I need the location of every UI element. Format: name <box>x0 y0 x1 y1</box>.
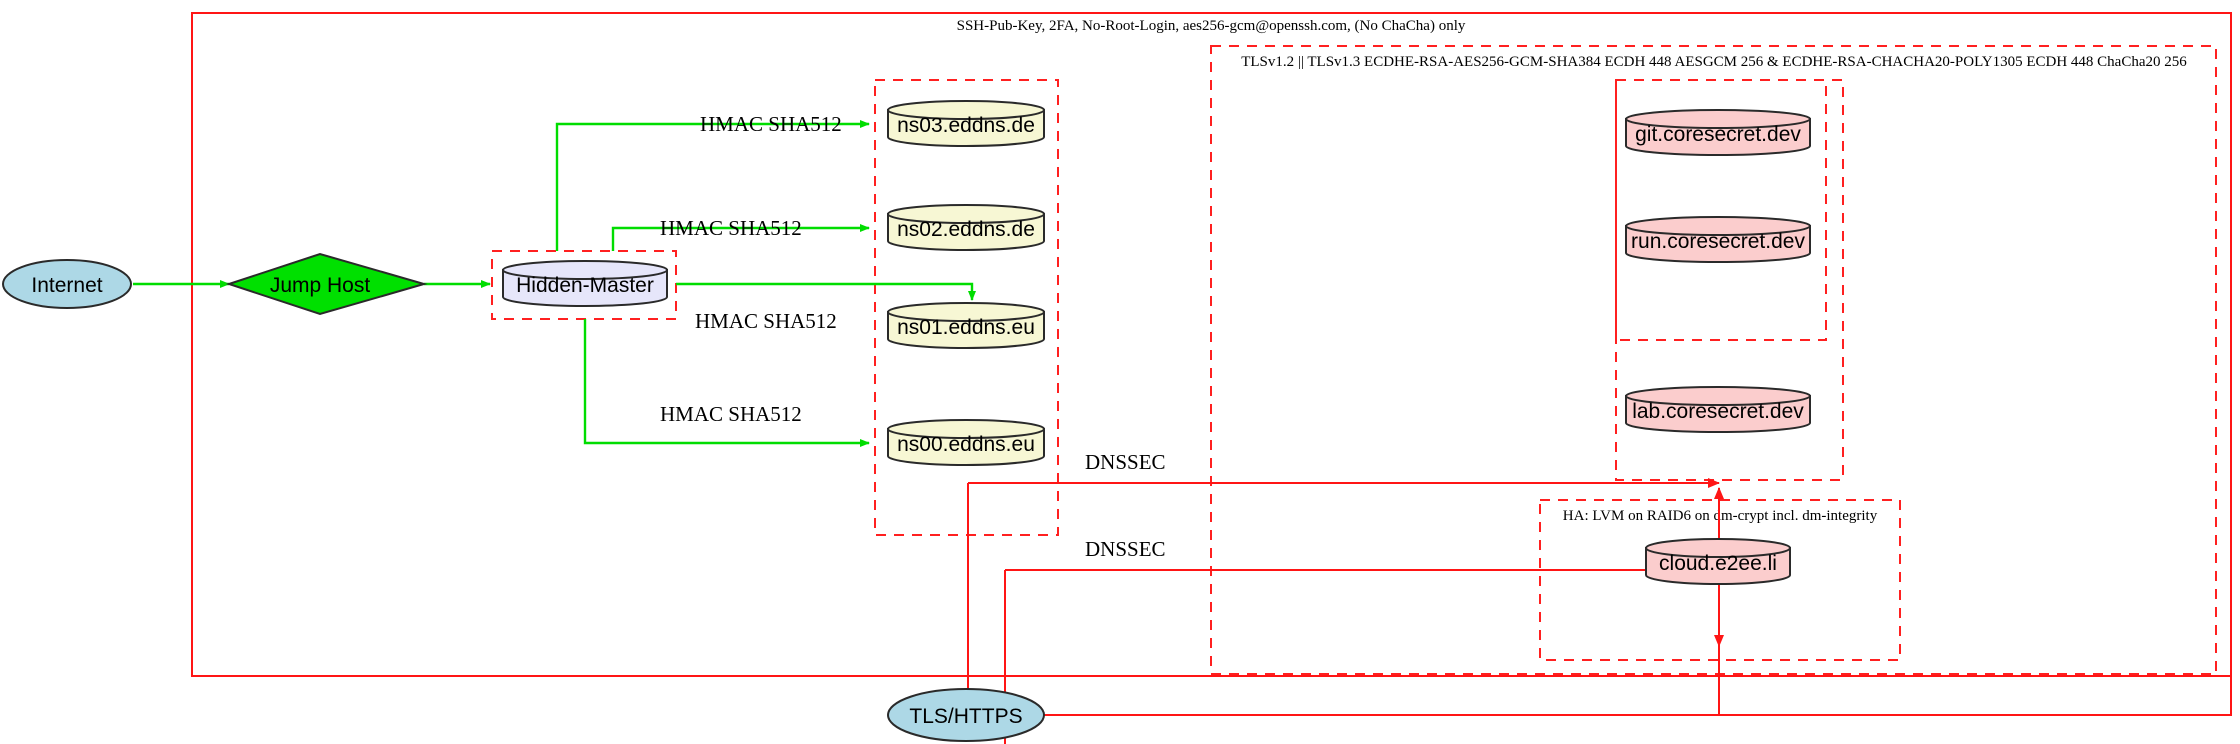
tls-cluster-label: TLSv1.2 || TLSv1.3 ECDHE-RSA-AES256-GCM-… <box>1241 54 2187 70</box>
ssh-boundary-box <box>191 12 2232 677</box>
node-run-coresecret-label: run.coresecret.dev <box>1631 230 1805 253</box>
node-tls-https-label: TLS/HTTPS <box>909 705 1022 728</box>
node-jump-host[interactable]: Jump Host <box>225 252 428 316</box>
node-ns03[interactable]: ns03.eddns.de <box>887 100 1045 147</box>
edge-tlshttps-right <box>1046 676 2232 716</box>
node-git-coresecret[interactable]: git.coresecret.dev <box>1625 109 1811 156</box>
node-ns00-label: ns00.eddns.eu <box>897 433 1035 456</box>
node-ns01[interactable]: ns01.eddns.eu <box>887 302 1045 349</box>
edge-label-hmac-ns00: HMAC SHA512 <box>660 402 802 426</box>
edge-hidden-master-to-ns01 <box>676 282 976 301</box>
tls-cluster-box <box>1210 45 2217 675</box>
edge-label-hmac-ns01: HMAC SHA512 <box>695 309 837 333</box>
node-jump-host-label: Jump Host <box>270 274 371 297</box>
node-ns02[interactable]: ns02.eddns.de <box>887 204 1045 251</box>
edge-hidden-master-to-ns02 <box>611 224 870 251</box>
ha-cluster-label: HA: LVM on RAID6 on dm-crypt incl. dm-in… <box>1563 508 1878 524</box>
edge-hidden-master-to-ns03 <box>555 120 870 251</box>
node-lab-coresecret[interactable]: lab.coresecret.dev <box>1625 386 1811 433</box>
edge-label-dnssec-lower: DNSSEC <box>1085 537 1166 561</box>
edge-hidden-master-to-ns00 <box>583 319 870 447</box>
node-cloud-e2ee-label: cloud.e2ee.li <box>1659 552 1777 575</box>
node-internet-label: Internet <box>31 274 102 297</box>
node-internet[interactable]: Internet <box>2 259 132 309</box>
node-ns02-label: ns02.eddns.de <box>897 218 1035 241</box>
node-run-coresecret[interactable]: run.coresecret.dev <box>1625 216 1811 263</box>
edge-label-hmac-ns03: HMAC SHA512 <box>700 112 842 136</box>
node-lab-coresecret-label: lab.coresecret.dev <box>1632 400 1804 423</box>
ssh-boundary-label: SSH-Pub-Key, 2FA, No-Root-Login, aes256-… <box>957 18 1466 34</box>
node-git-coresecret-label: git.coresecret.dev <box>1635 123 1801 146</box>
coresecret-inner-box <box>1615 79 1827 341</box>
node-ns03-label: ns03.eddns.de <box>897 114 1035 137</box>
node-hidden-master-label: Hidden-Master <box>516 274 654 297</box>
node-hidden-master[interactable]: Hidden-Master <box>502 260 668 307</box>
node-ns00[interactable]: ns00.eddns.eu <box>887 419 1045 466</box>
edge-dnssec-lower <box>1005 569 1724 647</box>
edge-label-dnssec-upper: DNSSEC <box>1085 450 1166 474</box>
node-tls-https[interactable]: TLS/HTTPS <box>887 688 1045 742</box>
ns-cluster-box <box>874 79 1059 536</box>
node-cloud-e2ee[interactable]: cloud.e2ee.li <box>1645 538 1791 585</box>
edge-label-hmac-ns02: HMAC SHA512 <box>660 216 802 240</box>
node-ns01-label: ns01.eddns.eu <box>897 316 1035 339</box>
